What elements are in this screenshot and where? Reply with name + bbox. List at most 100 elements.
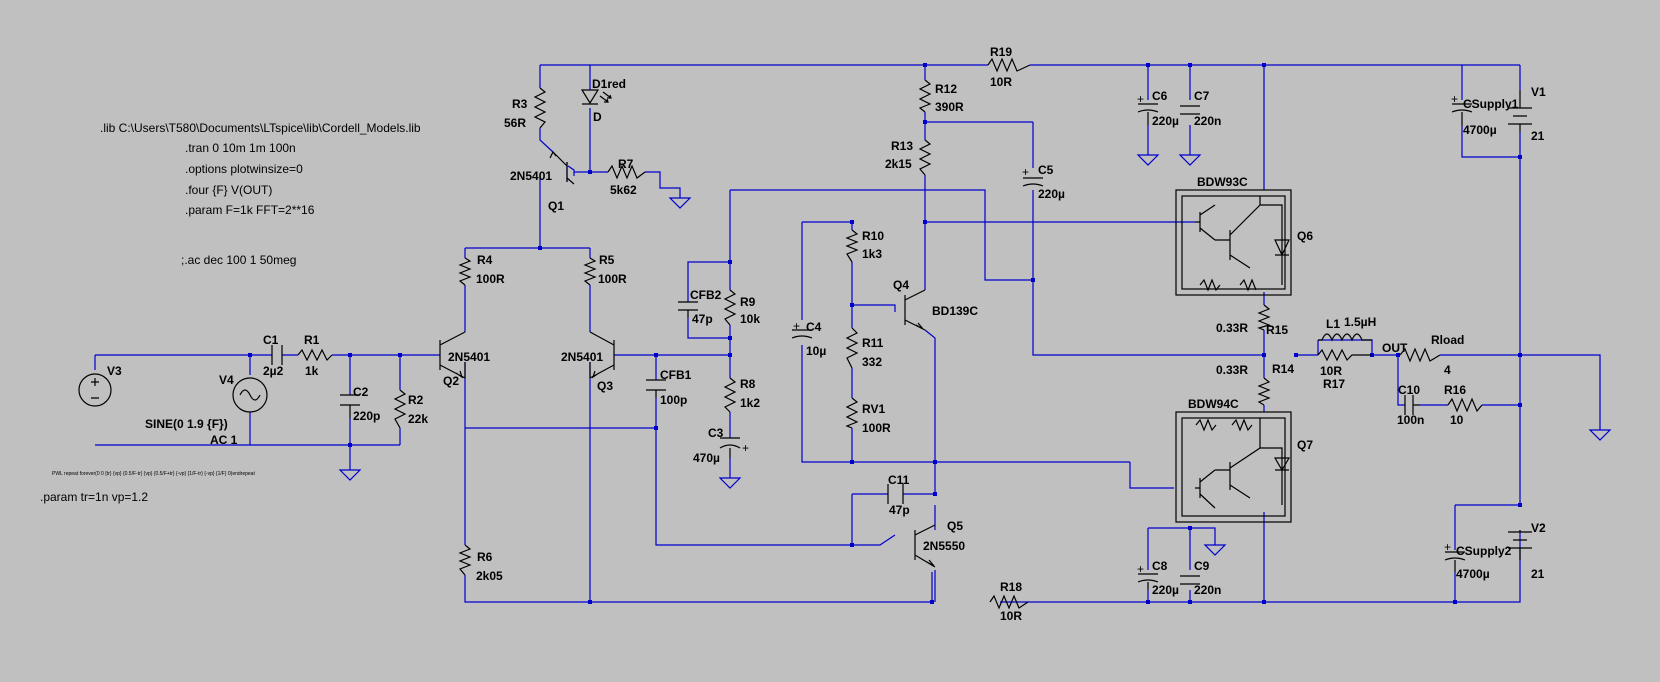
capacitor-c1[interactable] — [271, 345, 283, 365]
directive-tran[interactable]: .tran 0 10m 1m 100n — [185, 141, 296, 155]
capacitor-csupply1[interactable]: + — [1451, 92, 1473, 126]
inductor-l1[interactable] — [1318, 333, 1372, 342]
capacitor-c6[interactable]: + — [1137, 92, 1159, 125]
resistor-rv1[interactable] — [845, 397, 859, 429]
label-c3: C3 — [708, 426, 724, 440]
resistor-r15[interactable] — [1257, 304, 1271, 331]
transistor-q1[interactable] — [549, 150, 575, 185]
battery-v1[interactable] — [1508, 90, 1532, 132]
resistor-r17[interactable] — [1317, 348, 1372, 362]
resistor-r13[interactable] — [918, 139, 932, 176]
resistor-r5[interactable] — [583, 257, 597, 286]
label-r1: R1 — [304, 333, 320, 347]
value-r6: 2k05 — [476, 569, 503, 583]
value-c9: 220n — [1194, 583, 1221, 597]
resistor-rload[interactable] — [1399, 347, 1441, 363]
resistor-r11[interactable] — [845, 327, 859, 369]
resistor-r2[interactable] — [393, 389, 407, 429]
value-r5: 100R — [598, 272, 627, 286]
svg-text:+: + — [1137, 562, 1144, 576]
capacitor-c11[interactable] — [887, 484, 904, 504]
pwl-definition[interactable]: PWL repeat forever(0 0 {tr} {vp} {0.5/F-… — [52, 471, 255, 477]
darlington-q7[interactable] — [1175, 411, 1292, 523]
model-q2: 2N5401 — [448, 350, 490, 364]
capacitor-c5[interactable]: + — [1022, 165, 1044, 187]
label-cfb1: CFB1 — [660, 368, 692, 382]
svg-text:+: + — [1022, 165, 1029, 179]
resistor-r1[interactable] — [297, 348, 333, 362]
value-v1: 21 — [1531, 129, 1545, 143]
label-q7: Q7 — [1297, 438, 1313, 452]
directive-options[interactable]: .options plotwinsize=0 — [185, 162, 303, 176]
value-c8: 220µ — [1152, 583, 1179, 597]
label-v4: V4 — [219, 373, 234, 387]
value-r3: 56R — [504, 116, 526, 130]
value-cfb1: 100p — [660, 393, 687, 407]
value-c3: 470µ — [693, 451, 720, 465]
value-c4: 10µ — [806, 344, 826, 358]
transistor-q4[interactable] — [904, 289, 926, 331]
label-q2: Q2 — [443, 374, 459, 388]
value-c1: 2µ2 — [263, 364, 284, 378]
spice-directives[interactable]: .lib C:\Users\T580\Documents\LTspice\lib… — [40, 121, 421, 504]
svg-text:+: + — [1451, 92, 1458, 106]
label-c4: C4 — [806, 320, 822, 334]
capacitor-c4[interactable]: + — [791, 319, 813, 339]
label-r10: R10 — [862, 229, 884, 243]
model-q1: 2N5401 — [510, 169, 552, 183]
label-c6: C6 — [1152, 89, 1168, 103]
label-q4: Q4 — [893, 278, 909, 292]
label-r14: R14 — [1272, 362, 1294, 376]
resistor-r18[interactable] — [989, 594, 1029, 610]
label-r4: R4 — [477, 253, 493, 267]
label-r3: R3 — [512, 97, 528, 111]
directive-four[interactable]: .four {F} V(OUT) — [185, 183, 272, 197]
resistor-r8[interactable] — [723, 377, 737, 413]
resistor-r14[interactable] — [1257, 377, 1271, 406]
capacitor-c9[interactable] — [1180, 575, 1200, 585]
value-r14: 0.33R — [1216, 363, 1248, 377]
resistor-r9[interactable] — [723, 289, 737, 326]
value-r11: 332 — [862, 355, 882, 369]
darlington-q6[interactable] — [1175, 189, 1292, 296]
value-r15: 0.33R — [1216, 321, 1248, 335]
label-r15: R15 — [1266, 323, 1288, 337]
capacitor-c8[interactable]: + — [1137, 562, 1159, 590]
resistor-r3[interactable] — [533, 87, 547, 129]
capacitor-c2[interactable] — [340, 394, 360, 418]
capacitor-c7[interactable] — [1180, 105, 1200, 115]
directive-lib[interactable]: .lib C:\Users\T580\Documents\LTspice\lib… — [100, 121, 421, 135]
transistor-q3[interactable] — [589, 331, 615, 379]
transistor-q5[interactable] — [914, 524, 936, 568]
svg-text:+: + — [1137, 92, 1144, 106]
resistor-r4[interactable] — [458, 257, 472, 286]
source-v4[interactable] — [232, 377, 268, 413]
resistor-r7[interactable] — [607, 164, 646, 180]
value-rv1: 100R — [862, 421, 891, 435]
label-r5: R5 — [599, 253, 615, 267]
resistor-r10[interactable] — [845, 229, 859, 263]
directive-param-f[interactable]: .param F=1k FFT=2**16 — [185, 203, 315, 217]
source-v3[interactable] — [78, 373, 112, 407]
value-r17: 10R — [1320, 364, 1342, 378]
capacitor-c10[interactable] — [1404, 395, 1420, 415]
battery-v2[interactable] — [1508, 530, 1532, 560]
resistor-r16[interactable] — [1447, 397, 1483, 413]
capacitor-cfb2[interactable] — [678, 301, 698, 318]
label-r6: R6 — [477, 550, 493, 564]
transistor-q2[interactable] — [439, 331, 466, 379]
directive-param-tr[interactable]: .param tr=1n vp=1.2 — [40, 490, 148, 504]
capacitor-c3[interactable]: + — [719, 437, 749, 458]
model-q5: 2N5550 — [923, 539, 965, 553]
capacitor-cfb1[interactable] — [646, 379, 666, 398]
resistor-r12[interactable] — [918, 79, 932, 113]
value-rload: 4 — [1444, 363, 1451, 377]
resistor-r19[interactable] — [987, 57, 1031, 73]
directive-ac[interactable]: ;.ac dec 100 1 50meg — [181, 253, 296, 267]
label-c5: C5 — [1038, 163, 1054, 177]
resistor-r6[interactable] — [458, 544, 472, 576]
capacitor-csupply2[interactable]: + — [1444, 540, 1466, 572]
label-rload: Rload — [1431, 333, 1464, 347]
led-d1red[interactable] — [580, 89, 612, 105]
